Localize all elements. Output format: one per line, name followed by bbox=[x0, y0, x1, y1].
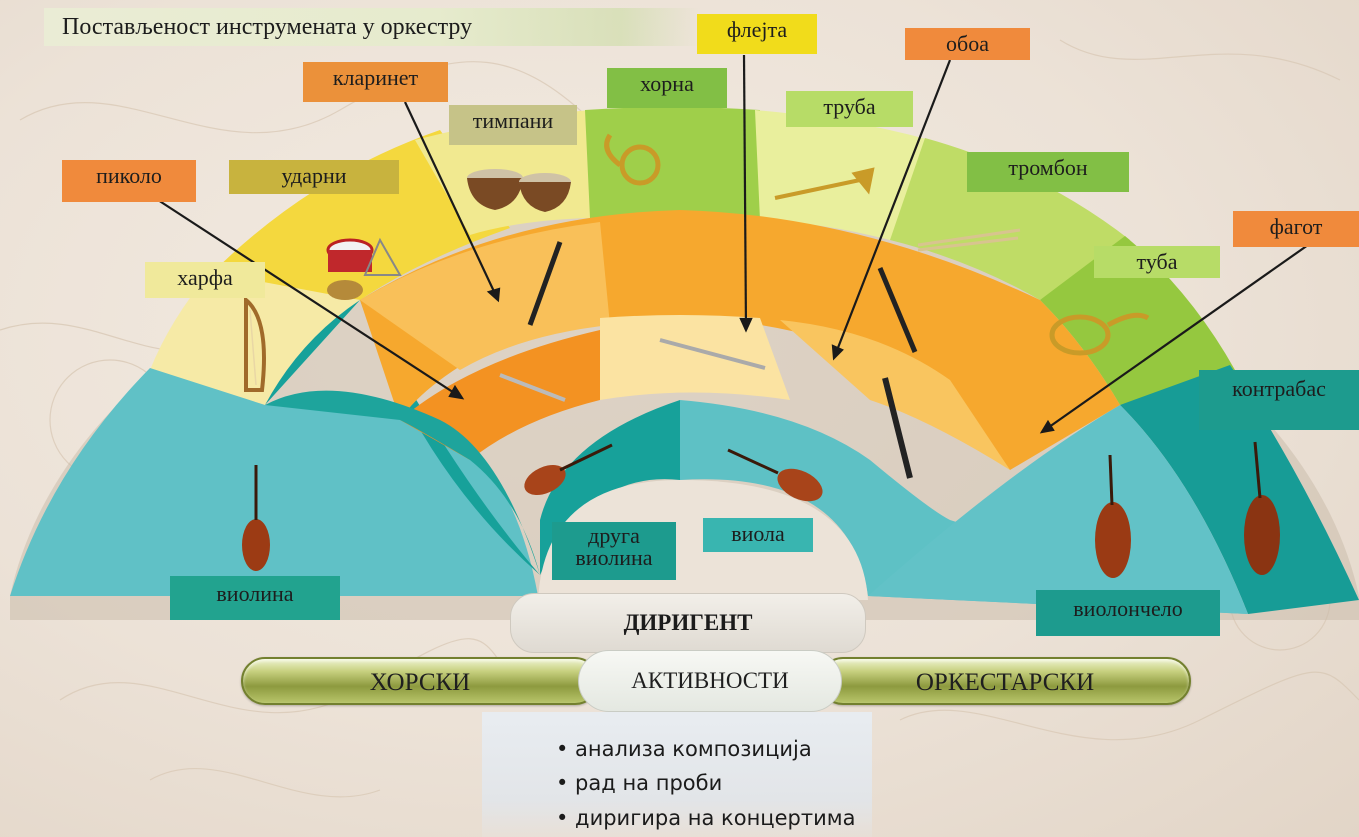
label-horn: хорна bbox=[607, 68, 727, 108]
woodwind-clarinet-zone bbox=[360, 222, 610, 370]
pointer-bassoon bbox=[1041, 244, 1309, 433]
label-harp: харфа bbox=[145, 262, 265, 298]
label-second-violin-line2: виолина bbox=[575, 545, 653, 570]
label-second-violin-line1: друга bbox=[588, 523, 640, 548]
cello-icon bbox=[1095, 454, 1131, 578]
orchestral-pill: ОРКЕСТАРСКИ bbox=[819, 657, 1191, 705]
piccolo-icon bbox=[499, 373, 566, 402]
sector-horn bbox=[585, 107, 760, 220]
conductor-box bbox=[510, 593, 866, 653]
sector-harp bbox=[150, 272, 360, 405]
page-title: Постављеност инструмената у оркестру bbox=[62, 14, 473, 40]
timpani-icon bbox=[467, 169, 571, 212]
woodwind-flute-zone bbox=[600, 315, 790, 400]
activities-box bbox=[482, 712, 872, 837]
tuba-icon bbox=[1049, 312, 1150, 356]
title-banner bbox=[44, 8, 700, 46]
sector-trombone bbox=[890, 138, 1130, 300]
label-percussion: ударни bbox=[229, 160, 399, 194]
horn-icon bbox=[604, 133, 661, 186]
label-bassoon: фагот bbox=[1233, 211, 1359, 247]
activity-item: • анализа композиција bbox=[556, 737, 812, 761]
sector-viola bbox=[680, 400, 1248, 614]
pointer-flute bbox=[742, 54, 748, 331]
label-clarinet: кларинет bbox=[303, 62, 448, 102]
pointer-clarinet bbox=[404, 101, 499, 301]
pointer-oboe bbox=[832, 59, 952, 359]
flute-icon bbox=[659, 338, 766, 370]
label-piccolo: пиколо bbox=[62, 160, 196, 202]
trombone-icon bbox=[917, 228, 1021, 252]
drums-icon bbox=[326, 237, 402, 300]
label-oboe: обоа bbox=[905, 28, 1030, 60]
activity-item: • рад на проби bbox=[556, 771, 723, 795]
activity-item: • диригира на концертима bbox=[556, 806, 856, 830]
violin-icon bbox=[242, 465, 270, 571]
viola-icon bbox=[727, 448, 823, 502]
label-double-bass: контрабас bbox=[1199, 370, 1359, 430]
label-second-violin: друга виолина bbox=[552, 522, 676, 580]
trumpet-icon bbox=[774, 167, 875, 200]
label-cello: виолончело bbox=[1036, 590, 1220, 636]
woodwind-oboe-zone bbox=[780, 320, 1010, 470]
choral-pill: ХОРСКИ bbox=[241, 657, 599, 705]
sector-violin bbox=[10, 368, 538, 596]
bassoon-icon bbox=[882, 377, 913, 479]
sector-trumpet bbox=[755, 110, 930, 240]
sector-tuba bbox=[1040, 236, 1235, 405]
label-flute: флејта bbox=[697, 14, 817, 54]
clarinet-icon bbox=[527, 241, 563, 326]
label-trumpet: труба bbox=[786, 91, 913, 127]
label-viola: виола bbox=[703, 518, 813, 552]
harp-icon bbox=[244, 295, 266, 392]
sector-second-violin bbox=[265, 300, 680, 575]
sector-cello bbox=[868, 405, 1248, 614]
pointer-piccolo bbox=[157, 199, 463, 399]
pointer-lines bbox=[157, 54, 1309, 434]
activities-pill: АКТИВНОСТИ bbox=[578, 650, 842, 712]
double-bass-icon bbox=[1244, 441, 1280, 575]
oboe-icon bbox=[877, 267, 918, 353]
sector-double-bass bbox=[1120, 365, 1359, 614]
label-violin: виолина bbox=[170, 576, 340, 620]
second-violin-icon bbox=[524, 443, 613, 496]
conductor-label: ДИРИГЕНТ bbox=[623, 610, 753, 635]
label-trombone: тромбон bbox=[967, 152, 1129, 192]
label-tuba: туба bbox=[1094, 246, 1220, 278]
label-timpani: тимпани bbox=[449, 105, 577, 145]
